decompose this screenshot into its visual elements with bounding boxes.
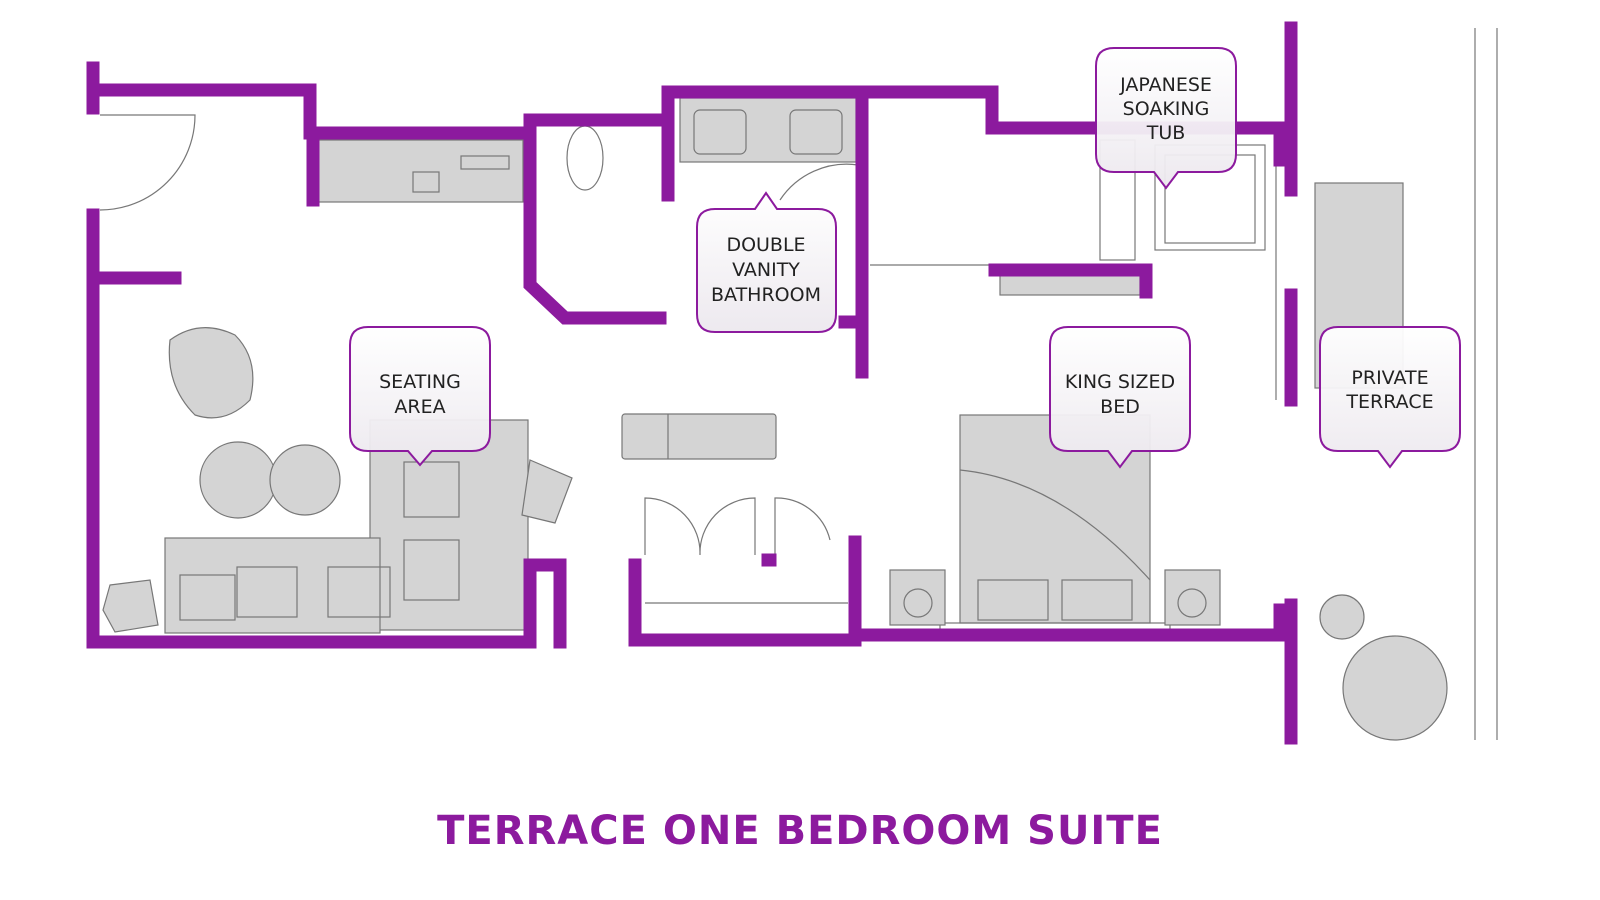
callout-private-terrace: PRIVATE TERRACE [1319, 326, 1461, 469]
label-line: TUB [1146, 122, 1186, 144]
label-line: AREA [394, 396, 445, 418]
label-line: VANITY [732, 259, 800, 281]
terrace-table [1319, 594, 1365, 640]
furniture [99, 28, 1498, 741]
side-table [269, 444, 341, 516]
callout-double-vanity-bathroom: DOUBLE VANITY BATHROOM [696, 191, 837, 333]
label-line: SOAKING [1123, 98, 1210, 120]
entry-door [99, 114, 196, 211]
desk-counter [317, 139, 524, 203]
label-line: BED [1100, 396, 1140, 418]
label-line: BATHROOM [711, 284, 821, 306]
walls [86, 21, 1298, 745]
closet-doors [644, 497, 756, 556]
nightstand [1164, 569, 1221, 626]
double-vanity [679, 97, 857, 163]
callout-seating-area: SEATING AREA [349, 326, 491, 467]
desk-chair [521, 459, 573, 524]
plan-title: TERRACE ONE BEDROOM SUITE [437, 808, 1163, 854]
label-line: JAPANESE [1119, 74, 1212, 96]
lounge-chair [168, 326, 254, 419]
side-table [199, 441, 277, 519]
nightstand [889, 569, 946, 626]
sofa [164, 537, 381, 634]
label-line: KING SIZED [1065, 371, 1175, 393]
sectional-sofa [369, 419, 529, 631]
label-line: SEATING [379, 371, 461, 393]
bench [621, 413, 777, 460]
pouf [102, 579, 159, 633]
callout-king-sized-bed: KING SIZED BED [1049, 326, 1191, 469]
toilet [566, 125, 604, 191]
label-line: DOUBLE [726, 234, 805, 256]
terrace-chair [1342, 635, 1448, 741]
label-line: TERRACE [1345, 391, 1433, 413]
callout-japanese-soaking-tub: JAPANESE SOAKING TUB [1095, 47, 1237, 190]
label-line: PRIVATE [1351, 367, 1428, 389]
